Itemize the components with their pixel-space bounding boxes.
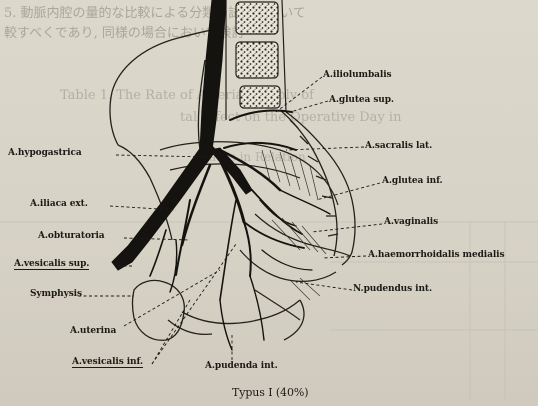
label-a-vesicalis-inf: A.vesicalis inf. (72, 357, 143, 368)
label-a-haemorrhoidalis-medialis: A.haemorrhoidalis medialis (368, 250, 504, 260)
arteries-branches (150, 110, 330, 350)
label-a-pudenda-int: A.pudenda int. (205, 361, 278, 371)
label-a-uterina: A.uterina (70, 326, 116, 336)
label-a-obturatoria: A.obturatoria (38, 231, 105, 241)
label-symphysis: Symphysis (30, 289, 82, 299)
vertebral-column (226, 0, 286, 120)
label-a-iliaca-ext: A.iliaca ext. (30, 199, 88, 209)
label-a-vaginalis: A.vaginalis (384, 217, 438, 227)
label-a-vesicalis-sup: A.vesicalis sup. (14, 259, 89, 270)
label-a-glutea-sup: A.glutea sup. (329, 95, 394, 105)
label-a-glutea-inf: A.glutea inf. (382, 176, 443, 186)
label-a-iliolumbalis: A.iliolumbalis (323, 70, 392, 80)
symphysis-outline (133, 280, 305, 340)
sacrum-outline (280, 110, 355, 265)
label-a-sacralis-lat: A.sacralis lat. (365, 141, 432, 151)
label-a-hypogastrica: A.hypogastrica (8, 148, 82, 158)
figure-caption: Typus I (40%) (232, 386, 308, 399)
label-n-pudendus-int: N.pudendus int. (353, 284, 432, 294)
